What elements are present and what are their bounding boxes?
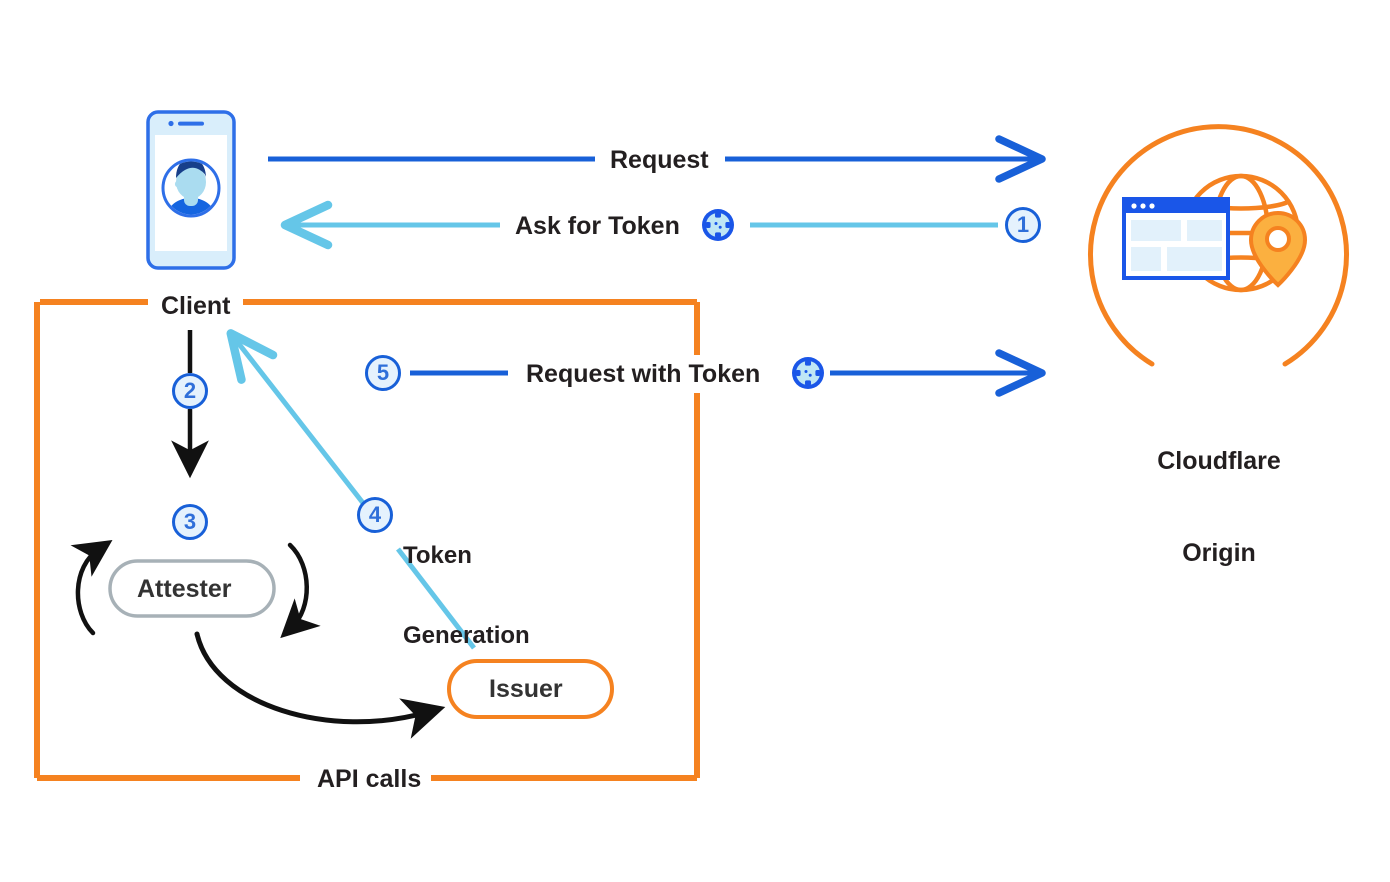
issuer-node[interactable]: [447, 659, 614, 719]
arrow-attester-loop-left: [70, 539, 113, 636]
boundary-label-api-calls: API calls: [307, 765, 432, 794]
token-icon: [790, 355, 826, 391]
arrow-attester-loop-right: [280, 542, 321, 639]
cloudflare-origin-line-2: Origin: [1182, 538, 1256, 567]
arrow-label-request: Request: [600, 146, 719, 175]
arrow-label-ask-for-token: Ask for Token: [505, 212, 690, 241]
mobile-phone-user-icon: [146, 110, 236, 270]
boundary-label-client: Client: [151, 292, 241, 321]
attester-node[interactable]: [108, 559, 276, 618]
browser-window-icon: [1122, 197, 1230, 280]
step-badge-3: 3: [172, 504, 208, 540]
node-label-issuer: Issuer: [489, 675, 563, 703]
location-pin-icon: [1248, 210, 1308, 288]
arrow-label-request-with-token: Request with Token: [516, 360, 771, 389]
step-badge-4: 4: [357, 497, 393, 533]
step-badge-1: 1: [1005, 207, 1041, 243]
token-generation-line-1: Token: [403, 541, 472, 569]
arrow-attester-to-issuer: [194, 631, 446, 739]
node-label-cloudflare-origin: Cloudflare Origin: [1139, 385, 1299, 629]
token-generation-line-2: Generation: [403, 622, 530, 650]
globe-browser-pin-icon: [1080, 120, 1355, 395]
step-badge-2: 2: [172, 373, 208, 409]
client-boundary-box: [34, 299, 700, 781]
token-icon: [700, 207, 736, 243]
step-badge-5: 5: [365, 355, 401, 391]
cloudflare-origin-line-1: Cloudflare: [1157, 447, 1281, 475]
avatar: [161, 158, 221, 218]
arrow-token-generation: [226, 329, 476, 650]
arrow-label-token-generation: Token Generation: [403, 489, 530, 704]
node-label-attester: Attester: [137, 575, 232, 603]
